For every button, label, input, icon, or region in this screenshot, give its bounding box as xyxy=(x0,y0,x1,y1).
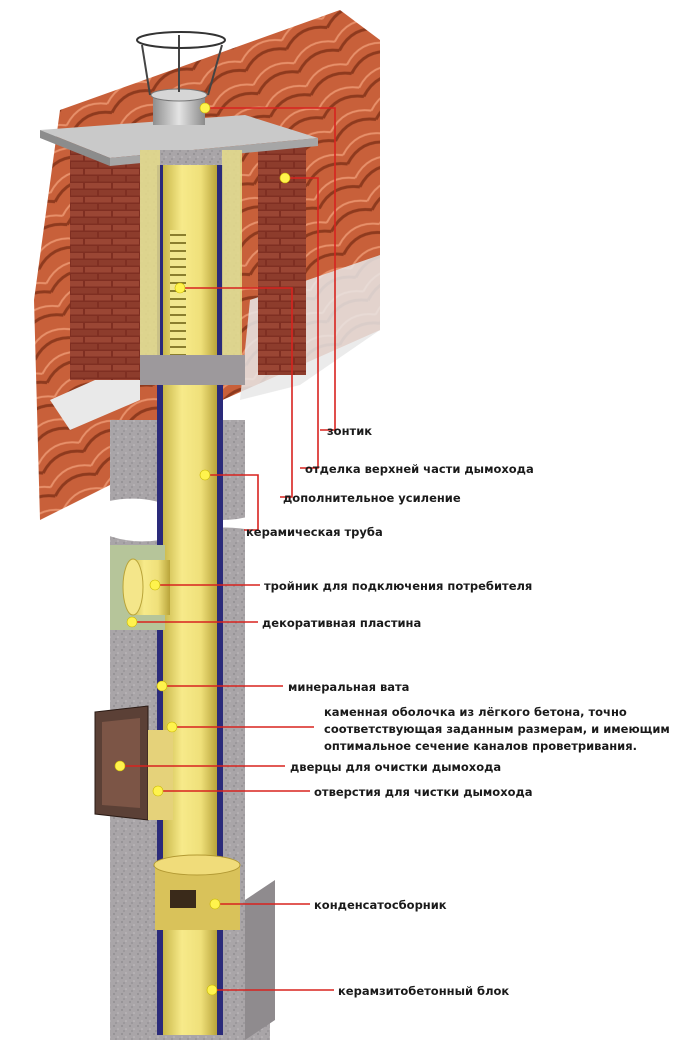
marker-reinforcement xyxy=(174,282,186,294)
marker-deco-plate xyxy=(126,616,138,628)
label-shell-line3: оптимальное сечение каналов проветривани… xyxy=(324,739,637,753)
marker-dots xyxy=(114,102,291,996)
marker-shell xyxy=(166,721,178,733)
marker-block xyxy=(206,984,218,996)
reinforcement-spring xyxy=(170,230,186,360)
marker-door xyxy=(114,760,126,772)
labels: зонтик отделка верхней части дымохода до… xyxy=(246,424,670,998)
label-mineral-wool: минеральная вата xyxy=(288,680,409,694)
marker-mineral-wool xyxy=(156,680,168,692)
label-block: керамзитобетонный блок xyxy=(338,984,509,998)
label-condensate: конденсатосборник xyxy=(314,898,447,912)
label-ceramic-pipe: керамическая труба xyxy=(246,525,383,539)
label-shell-line2: соответствующая заданным размерам, и име… xyxy=(324,722,670,736)
label-umbrella: зонтик xyxy=(327,424,372,438)
label-tee: тройник для подключения потребителя xyxy=(264,579,532,593)
label-door: дверцы для очистки дымохода xyxy=(290,760,501,774)
brick-masonry xyxy=(70,145,306,380)
label-deco-plate: декоративная пластина xyxy=(262,616,421,630)
condensate-collector xyxy=(153,854,241,930)
umbrella-cap xyxy=(136,31,226,125)
marker-openings xyxy=(152,785,164,797)
marker-tee xyxy=(149,579,161,591)
leader-lines xyxy=(120,107,336,991)
tee-connector xyxy=(110,545,170,630)
marker-ceramic-pipe xyxy=(199,469,211,481)
label-top-finish: отделка верхней части дымохода xyxy=(305,462,534,476)
marker-condensate xyxy=(209,898,221,910)
label-reinforcement: дополнительное усиление xyxy=(283,491,461,505)
label-openings: отверстия для чистки дымохода xyxy=(314,785,533,799)
marker-top-finish xyxy=(279,172,291,184)
marker-umbrella xyxy=(199,102,211,114)
label-shell-line1: каменная оболочка из лёгкого бетона, точ… xyxy=(324,705,627,719)
